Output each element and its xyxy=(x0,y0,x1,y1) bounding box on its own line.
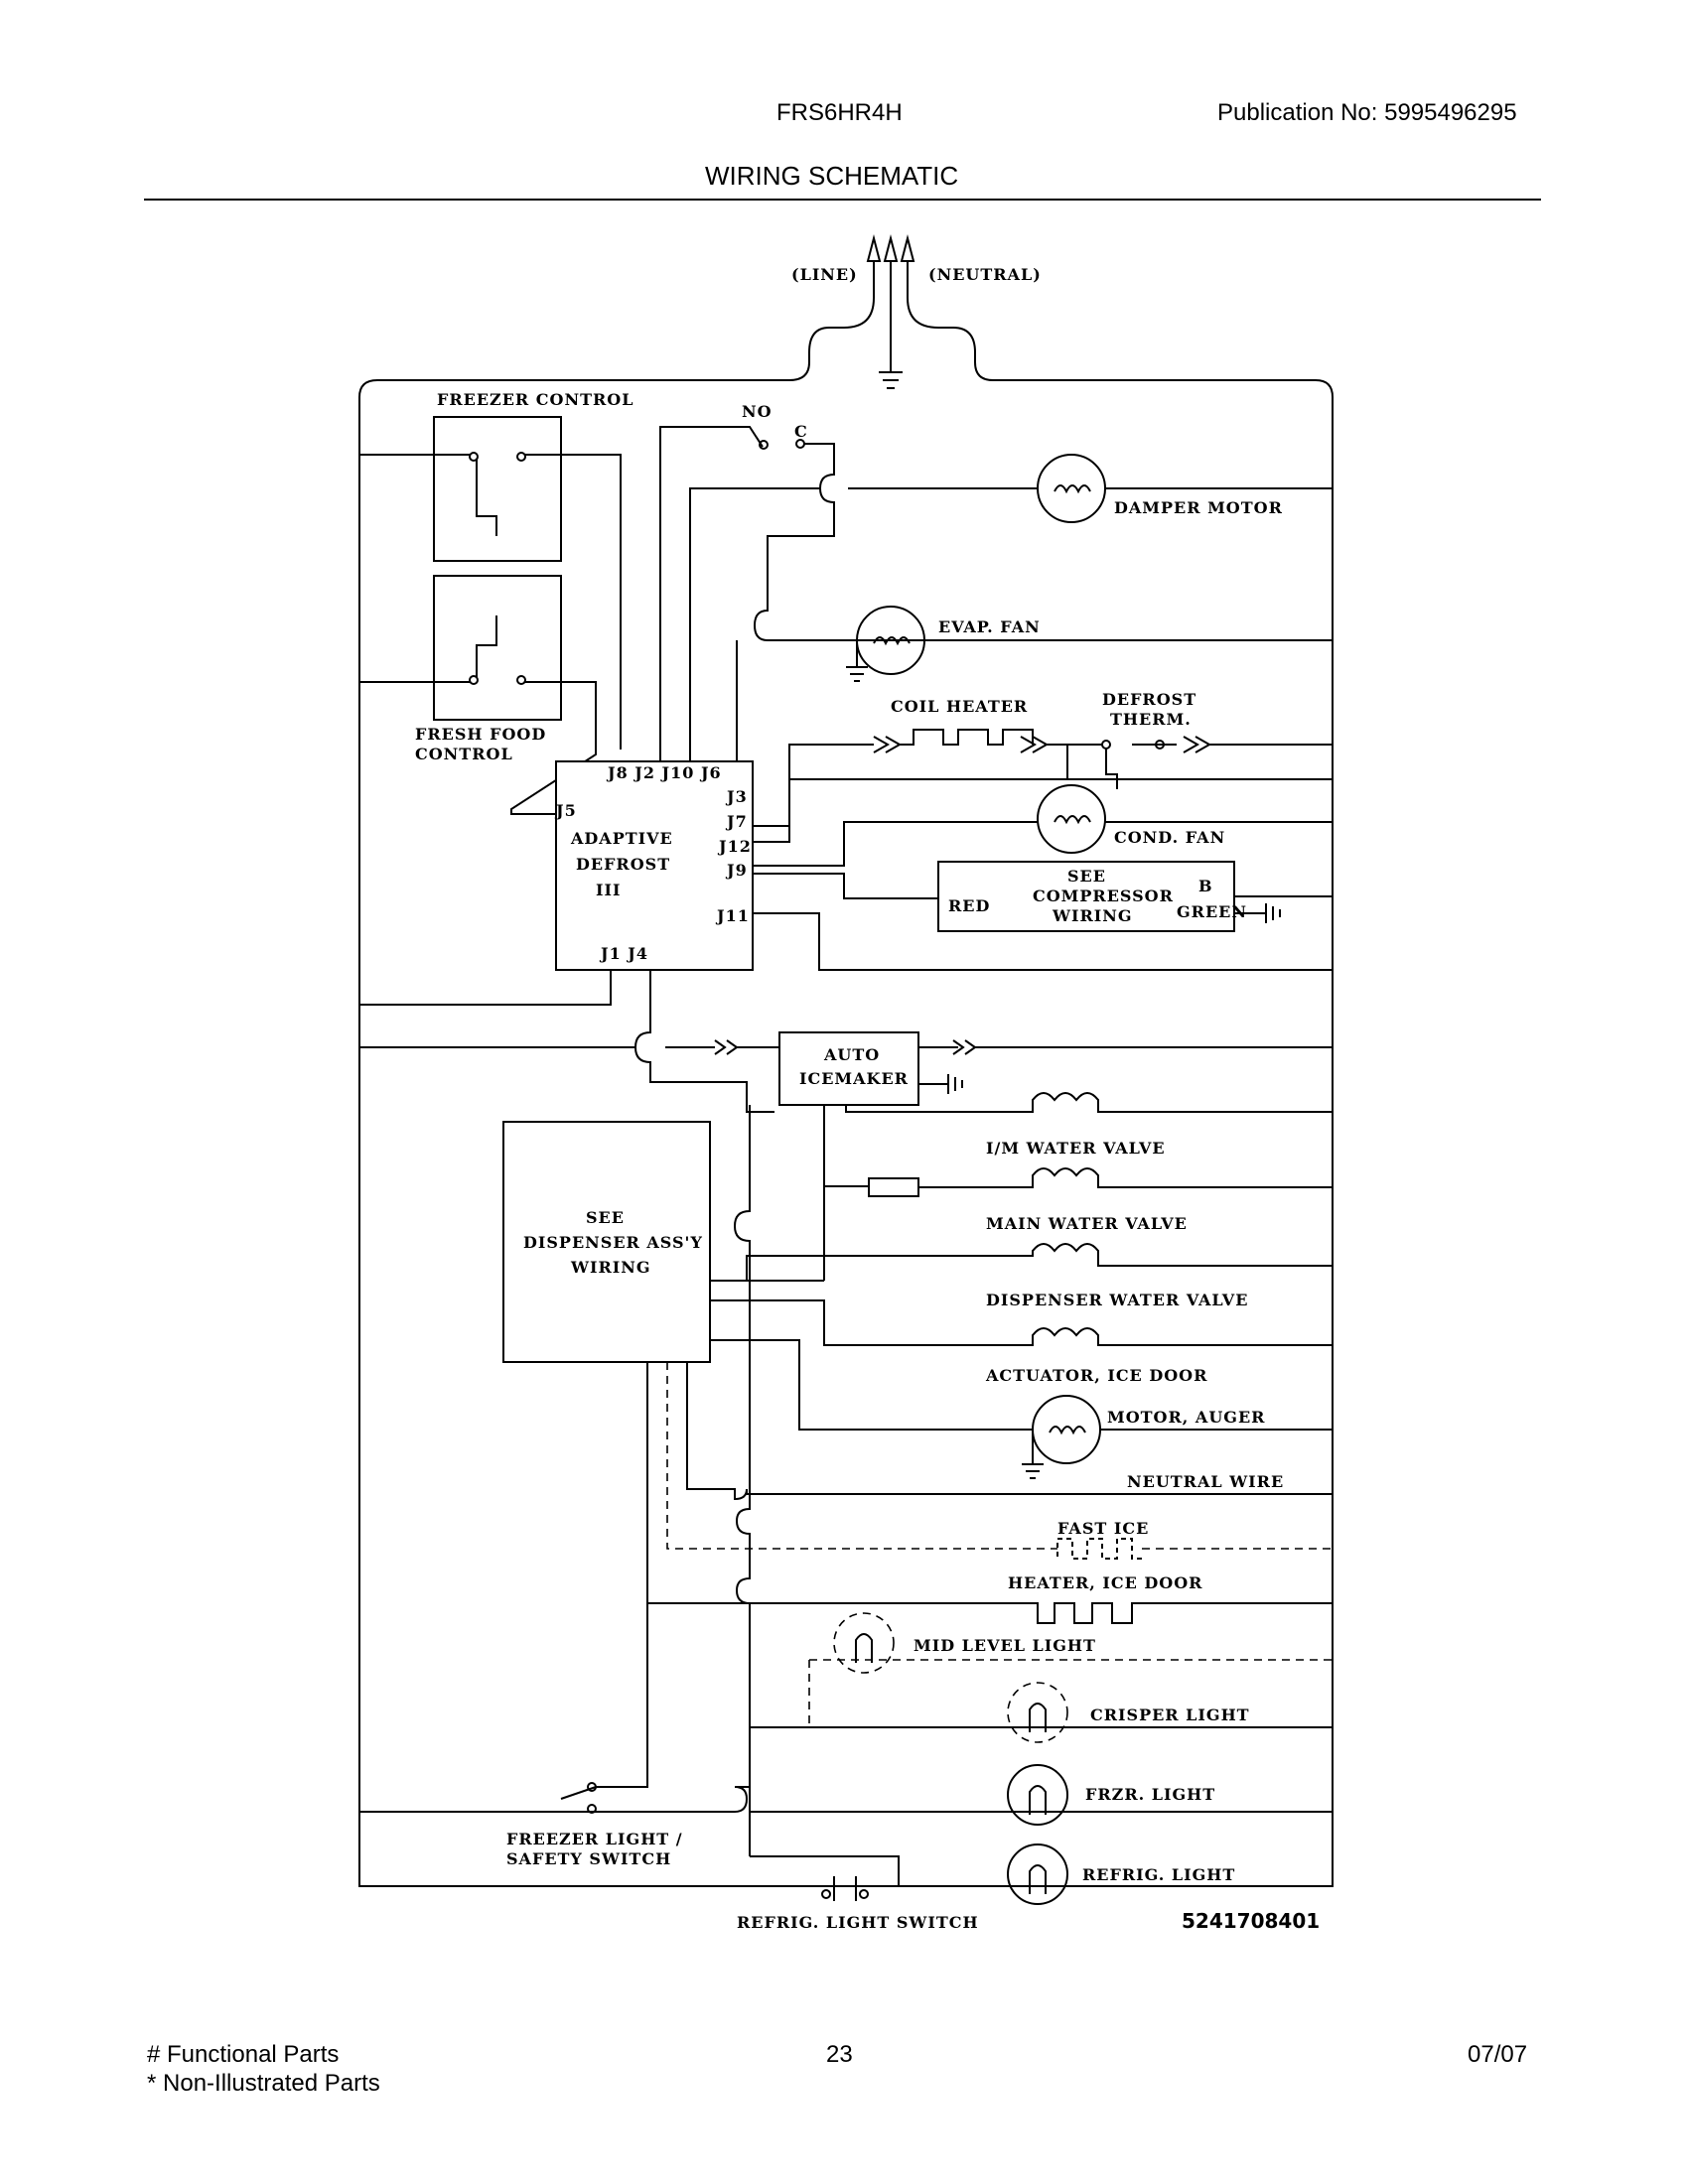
header-rule xyxy=(144,199,1541,201)
see-dispenser-wiring-box xyxy=(502,1121,711,1363)
footer-non-illustrated-parts: * Non-Illustrated Parts xyxy=(147,2070,380,2097)
label-evap-fan: EVAP. FAN xyxy=(938,617,1041,636)
label-see-comp-2: COMPRESSOR xyxy=(1033,887,1174,905)
label-coil-heater: COIL HEATER xyxy=(891,697,1028,716)
label-line: (LINE) xyxy=(791,265,858,284)
adaptive-defrost-board xyxy=(555,760,754,971)
freezer-control xyxy=(359,416,622,750)
label-frz-switch-2: SAFETY SWITCH xyxy=(506,1849,671,1868)
label-heater-door: HEATER, ICE DOOR xyxy=(1008,1573,1202,1592)
label-auto-ice-1: AUTO xyxy=(823,1045,880,1064)
label-fresh-food-1: FRESH FOOD xyxy=(415,725,546,744)
label-no: NO xyxy=(742,402,773,421)
label-adaptive-1: ADAPTIVE xyxy=(570,829,673,848)
refrig-light-icon xyxy=(1007,1843,1068,1905)
label-freezer-control: FREEZER CONTROL xyxy=(437,390,633,409)
label-auto-ice-2: ICEMAKER xyxy=(799,1069,909,1088)
see-compressor-wiring-box xyxy=(937,861,1235,932)
label-frz-switch-1: FREEZER LIGHT / xyxy=(506,1830,683,1848)
pins-top: J8 J2 J10 J6 xyxy=(606,763,722,782)
footer-date: 07/07 xyxy=(1468,2041,1528,2068)
pin-j7: J7 xyxy=(725,812,748,831)
label-neutral: (NEUTRAL) xyxy=(928,265,1042,284)
pin-j5: J5 xyxy=(554,801,577,820)
freezer-light-icon xyxy=(1007,1764,1068,1826)
label-mid-light: MID LEVEL LIGHT xyxy=(914,1636,1096,1655)
label-see-disp-1: SEE xyxy=(586,1208,625,1227)
label-see-disp-2: DISPENSER ASS'Y xyxy=(523,1233,703,1252)
label-see-comp-3: WIRING xyxy=(1052,906,1133,925)
label-motor-auger: MOTOR, AUGER xyxy=(1107,1408,1265,1427)
label-im-valve: I/M WATER VALVE xyxy=(986,1139,1166,1158)
label-main-valve: MAIN WATER VALVE xyxy=(986,1214,1188,1233)
label-see-comp-1: SEE xyxy=(1067,867,1106,886)
diode-icon xyxy=(868,1177,919,1197)
publication-number: Publication No: 5995496295 xyxy=(1217,99,1517,126)
pins-bottom: J1 J4 xyxy=(599,944,648,963)
motor-auger-icon xyxy=(1022,1395,1101,1479)
power-plug-icon xyxy=(358,234,1334,1887)
label-green: GREEN xyxy=(1177,902,1247,921)
label-adaptive-3: III xyxy=(596,881,621,899)
label-refrig-switch: REFRIG. LIGHT SWITCH xyxy=(737,1913,979,1932)
label-fast-ice: FAST ICE xyxy=(1057,1519,1149,1538)
label-crisper-light: CRISPER LIGHT xyxy=(1090,1706,1250,1724)
label-c: C xyxy=(794,422,808,441)
damper-motor-icon xyxy=(1037,454,1106,523)
crisper-light-icon xyxy=(1007,1682,1068,1743)
label-neutral-wire: NEUTRAL WIRE xyxy=(1127,1472,1284,1491)
pin-j9: J9 xyxy=(725,861,748,880)
label-fresh-food-2: CONTROL xyxy=(415,745,513,763)
label-see-disp-3: WIRING xyxy=(570,1258,651,1277)
pin-j11: J11 xyxy=(715,906,750,925)
label-adaptive-2: DEFROST xyxy=(576,855,670,874)
model-number: FRS6HR4H xyxy=(776,99,903,126)
mid-level-light-icon xyxy=(833,1612,895,1674)
label-disp-valve: DISPENSER WATER VALVE xyxy=(986,1291,1248,1309)
pin-j3: J3 xyxy=(725,787,748,806)
label-red: RED xyxy=(948,896,990,915)
label-damper-motor: DAMPER MOTOR xyxy=(1114,498,1283,517)
page-number: 23 xyxy=(826,2041,853,2068)
label-actuator: ACTUATOR, ICE DOOR xyxy=(985,1366,1207,1385)
evap-fan-icon xyxy=(846,606,925,682)
part-number: 5241708401 xyxy=(1182,1909,1320,1933)
label-b: B xyxy=(1198,877,1213,895)
label-cond-fan: COND. FAN xyxy=(1114,828,1225,847)
label-defrost-therm-2: THERM. xyxy=(1110,710,1192,729)
footer-functional-parts: # Functional Parts xyxy=(147,2041,340,2068)
pin-j12: J12 xyxy=(717,837,752,856)
page-title: WIRING SCHEMATIC xyxy=(705,161,959,191)
cond-fan-icon xyxy=(1037,784,1106,854)
label-frzr-light: FRZR. LIGHT xyxy=(1085,1785,1215,1804)
fresh-food-control xyxy=(359,575,597,812)
label-refrig-light: REFRIG. LIGHT xyxy=(1082,1865,1235,1884)
label-defrost-therm-1: DEFROST xyxy=(1102,690,1196,709)
auto-icemaker-box xyxy=(778,1031,919,1106)
